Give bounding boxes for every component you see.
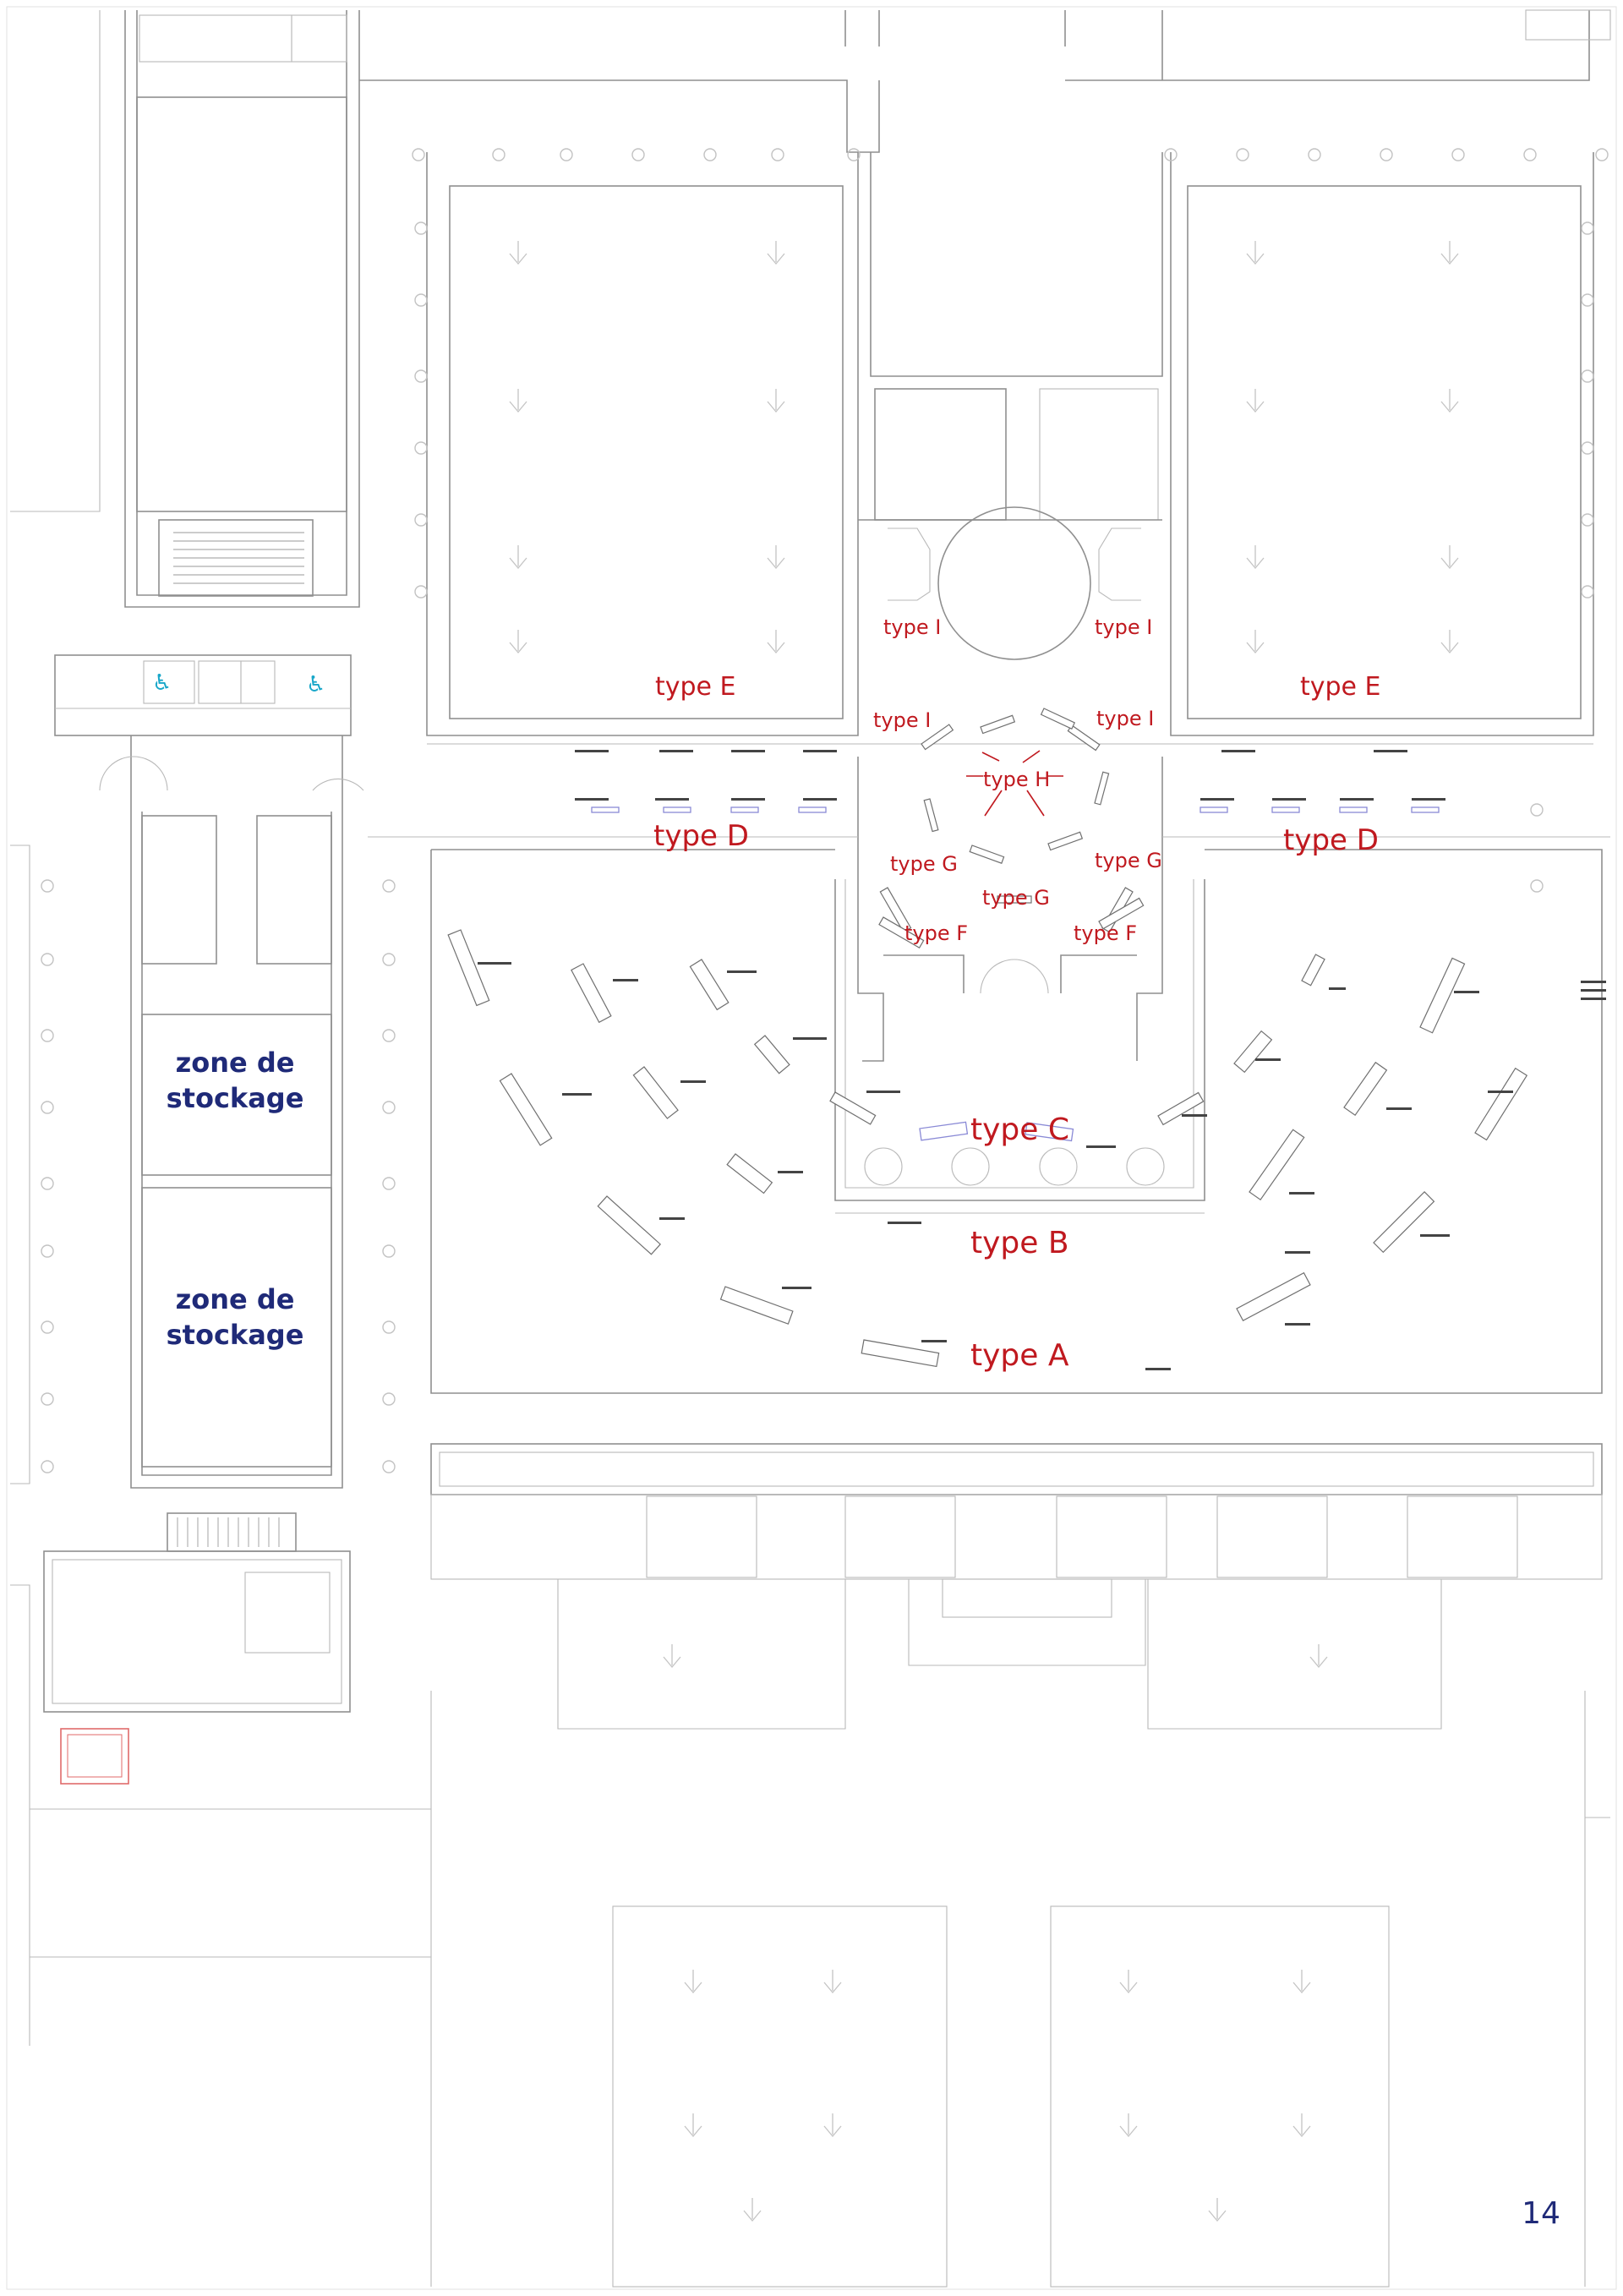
label-type-h: type H bbox=[983, 768, 1050, 791]
left-wing: ♿ ♿ bbox=[10, 10, 431, 2046]
label-type-f-left: type F bbox=[904, 921, 968, 945]
storage-zone-1: zone de stockage bbox=[167, 1047, 304, 1114]
label-type-i-tl: type I bbox=[883, 615, 941, 639]
page-number: 14 bbox=[1522, 2196, 1560, 2231]
wheelchair-icon: ♿ bbox=[152, 670, 172, 696]
label-type-e-right: type E bbox=[1300, 672, 1381, 702]
zone-2-line2: stockage bbox=[167, 1319, 304, 1351]
label-type-e-left: type E bbox=[655, 672, 736, 702]
page-frame bbox=[6, 6, 1617, 2290]
label-type-d-right: type D bbox=[1283, 823, 1379, 857]
courtyard-east bbox=[1187, 185, 1582, 719]
label-type-b: type B bbox=[970, 1226, 1069, 1260]
label-type-g-center: type G bbox=[982, 886, 1050, 910]
building-walls bbox=[359, 9, 1611, 2288]
zone-1-line1: zone de bbox=[176, 1047, 295, 1079]
zone-2-line1: zone de bbox=[176, 1283, 295, 1315]
front-steps bbox=[646, 1495, 1518, 1578]
down-arrows bbox=[509, 241, 1459, 2222]
label-type-a: type A bbox=[970, 1338, 1069, 1373]
label-type-c: type C bbox=[970, 1112, 1069, 1147]
label-type-i-ml: type I bbox=[873, 708, 931, 732]
label-type-i-mr: type I bbox=[1096, 707, 1154, 730]
display-panels bbox=[447, 708, 1528, 1368]
stair-upper bbox=[173, 532, 304, 584]
wheelchair-icon: ♿ bbox=[306, 672, 325, 697]
courtyard-west bbox=[449, 185, 844, 719]
storage-zone-2: zone de stockage bbox=[167, 1283, 304, 1351]
zone-1-line2: stockage bbox=[167, 1082, 304, 1114]
label-type-f-right: type F bbox=[1074, 921, 1137, 945]
label-type-d-left: type D bbox=[653, 819, 749, 853]
label-type-g-left: type G bbox=[890, 852, 958, 876]
panel-captions bbox=[478, 750, 1606, 1370]
label-type-g-right: type G bbox=[1095, 849, 1162, 872]
stair-lower bbox=[177, 1517, 280, 1547]
lift bbox=[60, 1728, 129, 1785]
type-h-lines bbox=[966, 750, 1063, 817]
columns bbox=[41, 148, 1609, 1473]
label-type-i-tr: type I bbox=[1095, 615, 1152, 639]
